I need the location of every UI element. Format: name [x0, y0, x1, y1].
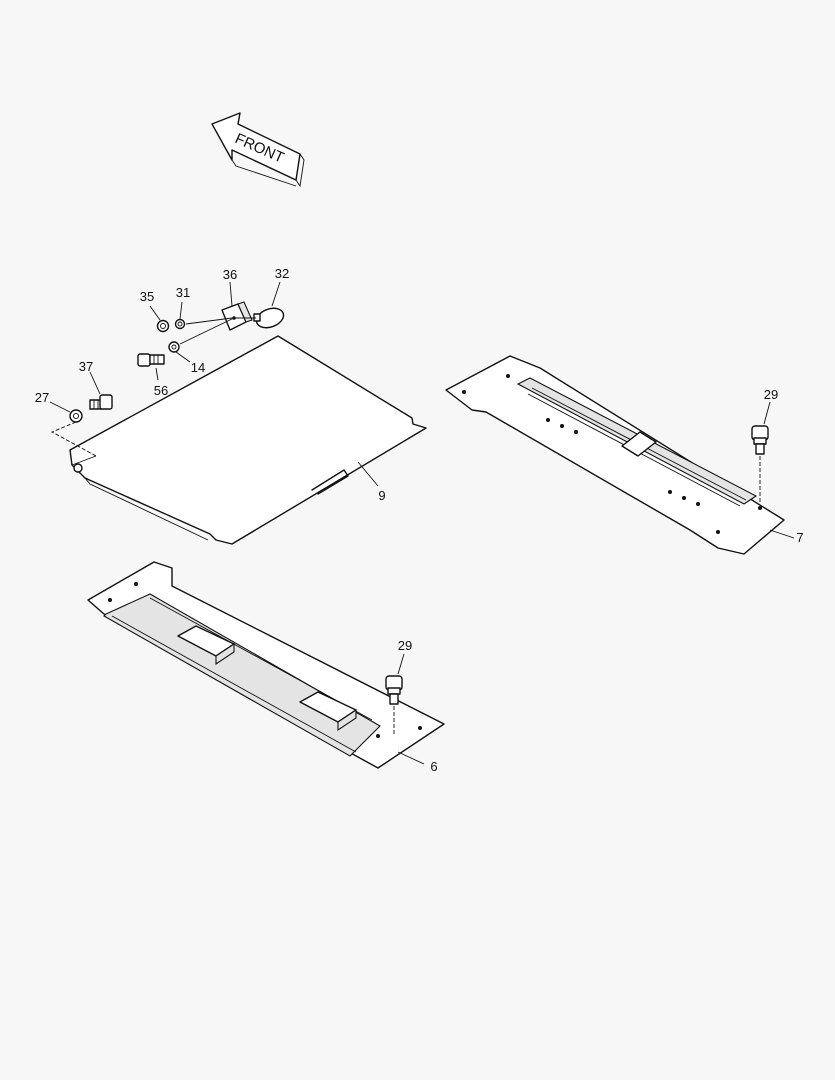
callout-37: 37 [79, 359, 93, 374]
washer-31 [174, 318, 186, 330]
callout-29-lower: 29 [398, 638, 412, 653]
hardware-parts [49, 281, 285, 457]
nut-27 [69, 409, 83, 423]
callout-31: 31 [176, 285, 190, 300]
callout-56: 56 [154, 383, 168, 398]
cover-plate-9 [69, 335, 427, 545]
callout-6: 6 [430, 759, 437, 774]
callout-27: 27 [35, 390, 49, 405]
nut-35 [156, 319, 170, 333]
rail-assembly-6 [87, 561, 445, 769]
rail-assembly-7 [445, 355, 795, 555]
washer-14 [168, 341, 180, 353]
callout-29-upper: 29 [764, 387, 778, 402]
callout-35: 35 [140, 289, 154, 304]
callout-32: 32 [275, 266, 289, 281]
knob-32 [255, 307, 285, 329]
callout-14: 14 [191, 360, 205, 375]
callout-36: 36 [223, 267, 237, 282]
front-arrow: FRONT [211, 112, 305, 188]
bolt-56 [137, 353, 151, 367]
callout-labels: 36 32 35 31 14 56 37 27 9 29 7 29 6 [35, 266, 804, 774]
callout-9: 9 [378, 488, 385, 503]
callout-7: 7 [796, 530, 803, 545]
